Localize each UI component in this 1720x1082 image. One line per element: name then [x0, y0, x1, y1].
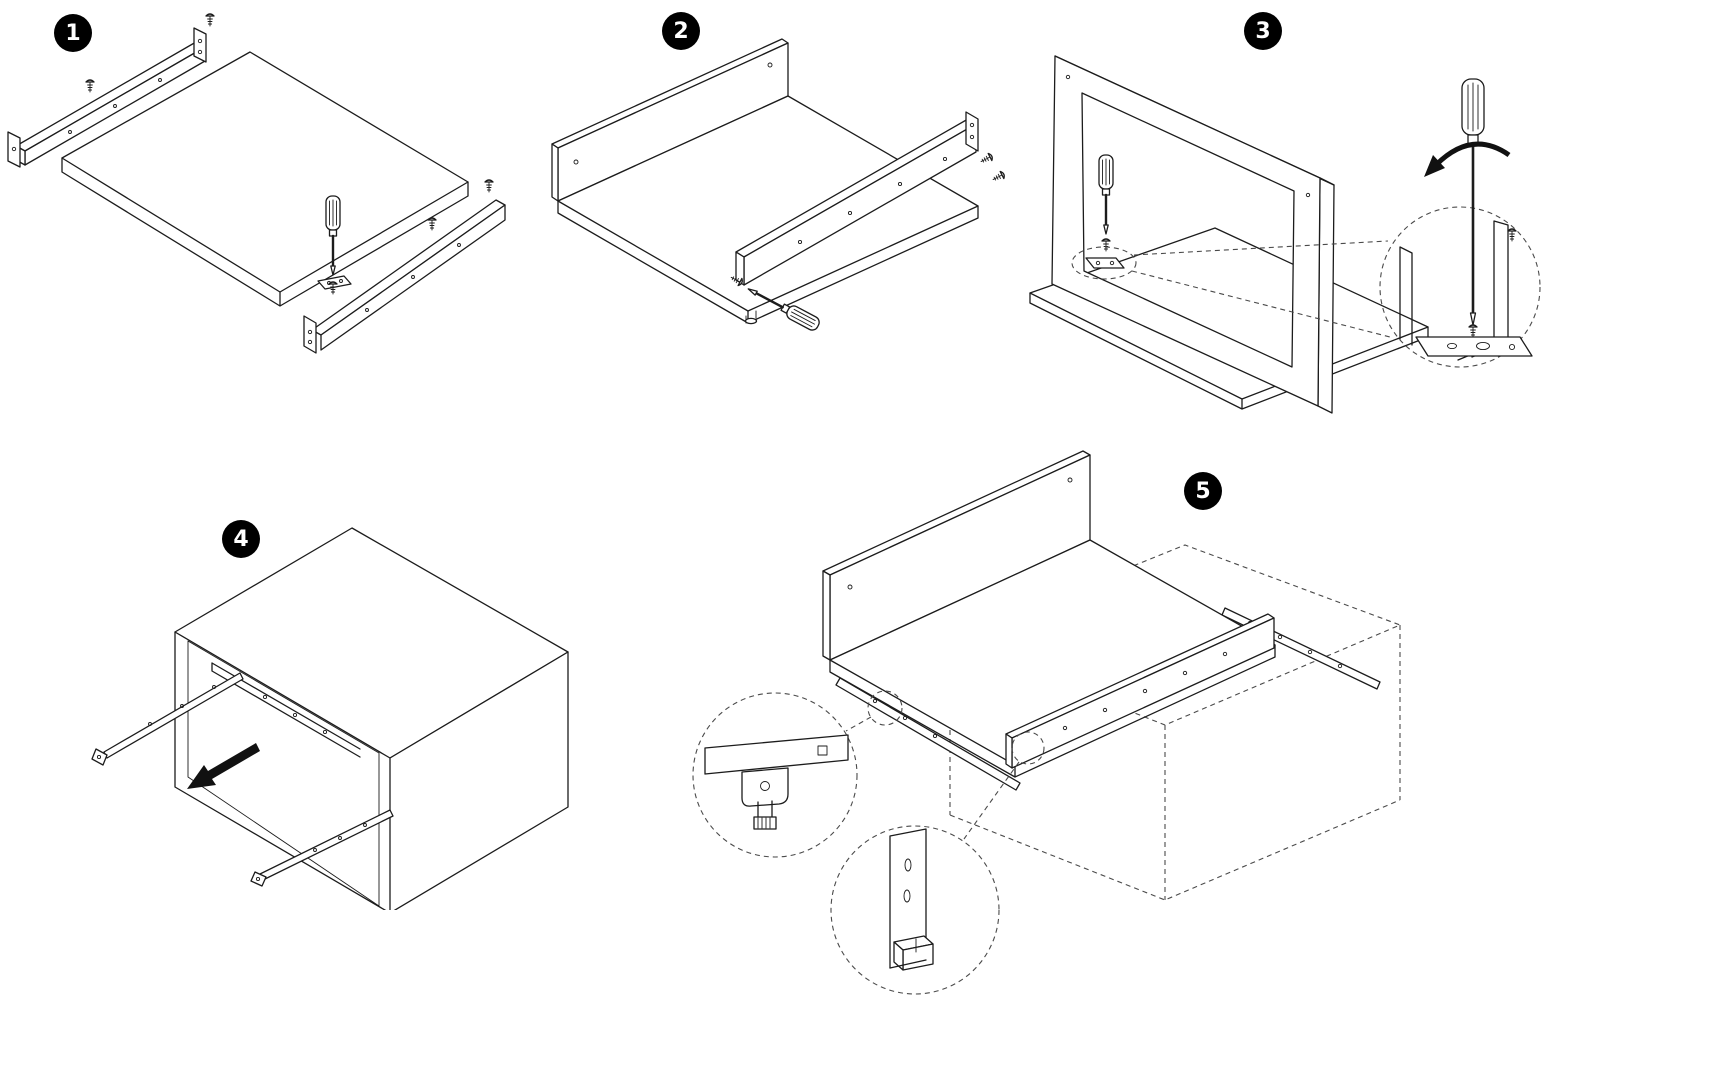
step-5-number: 5	[1195, 478, 1211, 504]
rear-slide-rail	[7, 27, 207, 168]
screw-icon	[1468, 324, 1478, 338]
drawer-bottom-panel	[829, 539, 1276, 778]
step-2-illustration	[551, 38, 1007, 334]
detail-circle-release-pin	[692, 692, 858, 858]
step-3-illustration	[1029, 55, 1541, 414]
pull-direction-arrow-icon	[187, 743, 260, 789]
left-slide-rail	[835, 677, 1021, 791]
step-4-badge: 4	[222, 520, 260, 558]
drawer-bottom-panel	[61, 51, 469, 307]
callout-ellipse	[1071, 246, 1137, 280]
screwdriver-icon	[1097, 153, 1115, 236]
screw-icon	[427, 217, 437, 231]
screw-icon	[1101, 238, 1111, 252]
leveling-foot	[744, 310, 758, 325]
screw-icon	[978, 151, 995, 166]
screw-icon	[1507, 228, 1517, 242]
screw-icon	[484, 179, 494, 193]
corner-bracket	[1085, 257, 1125, 269]
step-3-badge: 3	[1244, 12, 1282, 50]
callout-circle-1	[867, 690, 903, 726]
step-1-number: 1	[65, 20, 81, 46]
extended-slide-rail-lower	[250, 809, 394, 887]
step-4-illustration	[91, 527, 569, 910]
front-slide-rail	[303, 199, 506, 354]
drawer-side-rail	[735, 111, 979, 286]
step-2-number: 2	[673, 18, 689, 44]
detail-circle-latch	[830, 825, 1000, 995]
drawer-side-rail	[1005, 613, 1275, 769]
rotation-arrow-icon	[1424, 141, 1511, 177]
drawer-bottom-panel	[557, 95, 979, 324]
step-5-badge: 5	[1184, 472, 1222, 510]
screw-icon	[205, 13, 215, 27]
screw-icon	[85, 79, 95, 93]
upright-frame	[1051, 55, 1335, 414]
extended-slide-rail-upper	[91, 672, 244, 766]
detail-screwdriver-icon	[1461, 78, 1485, 326]
step-5-illustration	[692, 450, 1402, 995]
step-1-badge: 1	[54, 14, 92, 52]
drawer-back-panel	[822, 450, 1091, 661]
cabinet-box	[174, 527, 569, 910]
step-4-number: 4	[233, 526, 249, 552]
step-2-badge: 2	[662, 12, 700, 50]
callout-circle-2	[1011, 731, 1045, 765]
step-1-illustration	[7, 13, 506, 354]
screw-icon	[990, 169, 1007, 184]
callout-leader-lines	[1131, 240, 1391, 338]
base-panel	[1029, 227, 1429, 410]
step-3-number: 3	[1255, 18, 1271, 44]
detail-circle-bracket-fastening	[1379, 78, 1541, 368]
callout-leader-lines	[845, 716, 1020, 840]
